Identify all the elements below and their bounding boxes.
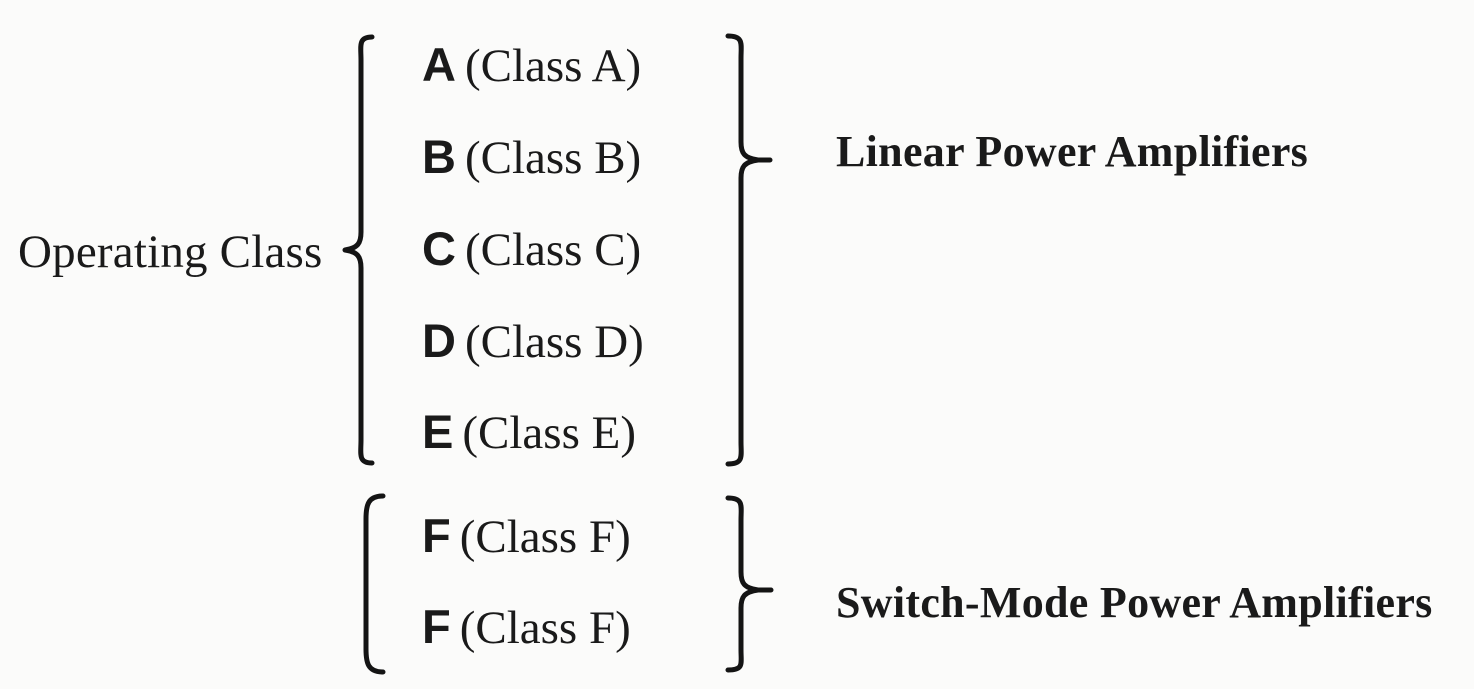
class-name-b: (Class B) [464,132,642,184]
upper-group-brace [725,33,773,467]
root-label-operating-class: Operating Class [18,226,323,278]
category-label-linear-power-amplifiers: Linear Power Amplifiers [836,127,1309,176]
class-name-c: (Class C) [464,224,642,276]
class-letter-c: C [422,222,456,275]
class-letter-f-first: F [422,509,451,562]
class-row-f-first: F (Class F) [422,505,631,567]
class-letter-b: B [422,130,456,183]
lower-group-brace [725,495,774,673]
class-letter-f-second: F [422,600,451,653]
class-name-d: (Class D) [464,316,644,368]
class-row-a: A (Class A) [422,34,641,96]
class-letter-e: E [422,405,454,458]
category-label-switch-mode-power-amplifiers: Switch-Mode Power Amplifiers [836,578,1433,627]
class-letter-a: A [422,38,456,91]
class-name-f-second: (Class F) [459,602,631,654]
class-row-b: B (Class B) [422,126,641,188]
class-name-a: (Class A) [464,40,642,92]
class-name-f-first: (Class F) [459,511,631,563]
class-row-c: C (Class C) [422,218,641,280]
class-row-d: D (Class D) [422,310,644,372]
root-brace [342,34,375,466]
class-letter-d: D [422,314,456,367]
class-row-e: E (Class E) [422,401,636,463]
class-row-f-second: F (Class F) [422,596,631,658]
class-name-e: (Class E) [462,407,636,459]
lower-group-left-bracket [363,493,386,675]
